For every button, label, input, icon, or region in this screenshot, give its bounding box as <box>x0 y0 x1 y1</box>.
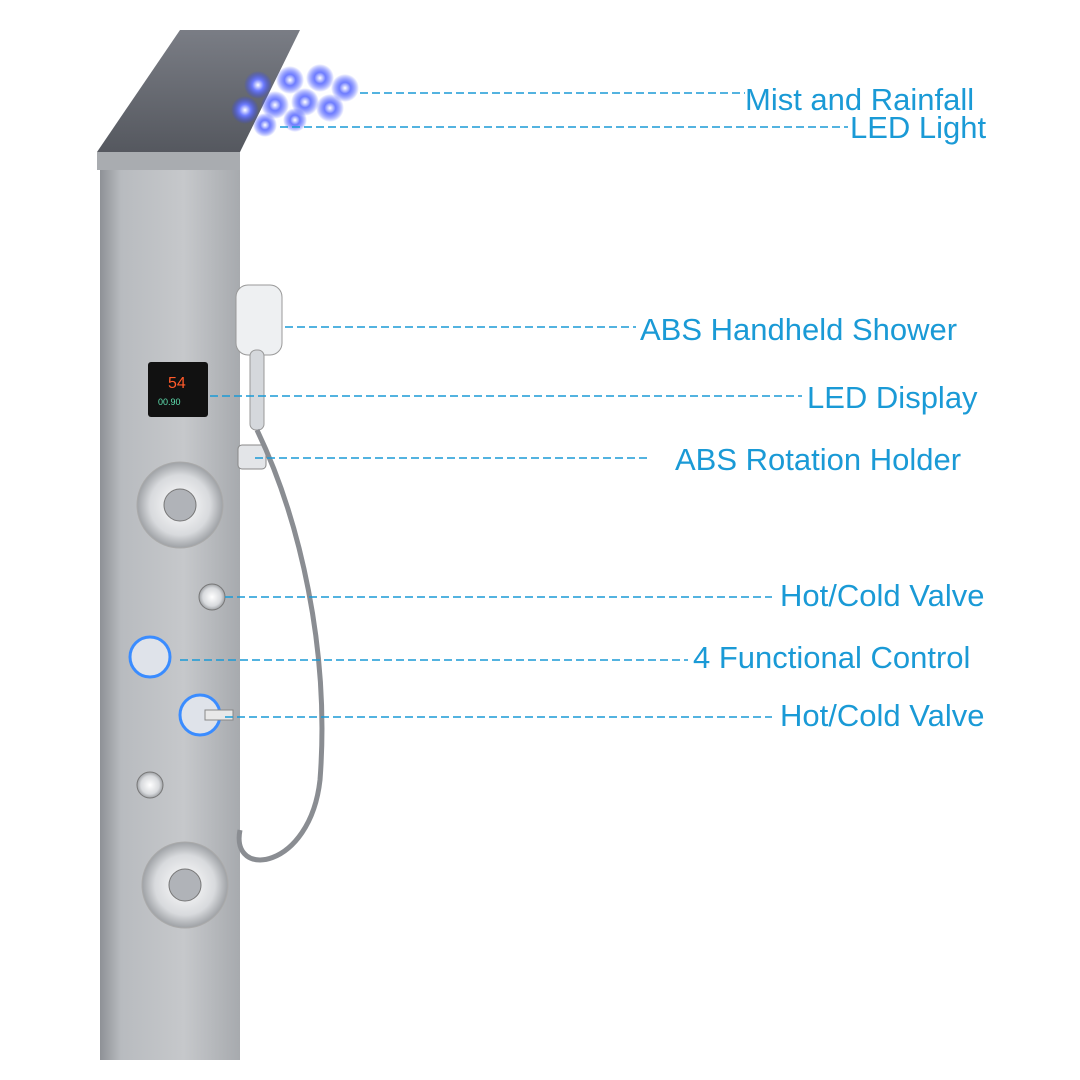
panel-body <box>100 170 240 1060</box>
label-handheld-shower: ABS Handheld Shower <box>640 312 958 347</box>
shower-hose <box>236 428 325 863</box>
label-functional-control: 4 Functional Control <box>693 640 971 675</box>
led-display: 54 00.90 <box>148 362 208 417</box>
label-rotation-holder: ABS Rotation Holder <box>675 442 962 477</box>
hot-cold-valve-top <box>198 583 226 611</box>
small-jet <box>136 771 164 799</box>
led-lights <box>231 64 359 137</box>
leader-lines <box>180 92 848 718</box>
functional-control-knob <box>128 635 172 679</box>
rotation-holder <box>237 444 267 470</box>
handheld-shower <box>235 284 283 431</box>
body-jet-top <box>136 461 224 549</box>
label-mist-rainfall: Mist and Rainfall <box>745 82 975 117</box>
display-temp: 54 <box>168 375 186 392</box>
hot-cold-valve-bottom <box>178 693 234 737</box>
display-reading: 00.90 <box>158 397 181 407</box>
label-hot-cold-valve-bottom: Hot/Cold Valve <box>780 698 985 733</box>
body-jet-bottom <box>141 841 229 929</box>
rainfall-head <box>97 30 359 170</box>
label-led-light: LED Light <box>850 110 987 145</box>
label-hot-cold-valve-top: Hot/Cold Valve <box>780 578 985 613</box>
label-led-display: LED Display <box>807 380 978 415</box>
